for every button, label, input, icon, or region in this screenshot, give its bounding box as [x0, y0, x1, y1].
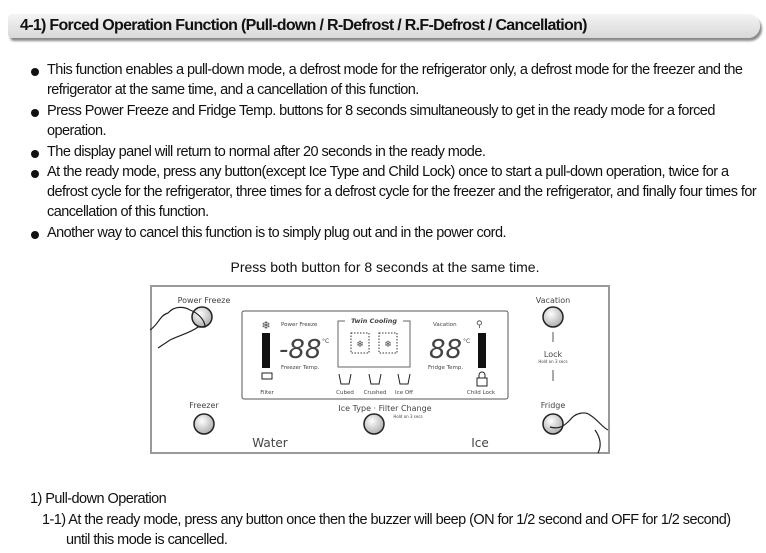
- ice-type-button[interactable]: [363, 413, 385, 435]
- display-panel: [241, 310, 509, 400]
- bullet-icon: [31, 231, 39, 239]
- bullet-text: defrost cycle for the refrigerator, thre…: [47, 184, 757, 200]
- freezer-label: Freezer: [189, 401, 219, 410]
- freezer-button[interactable]: [193, 413, 215, 435]
- bullet-text: The display panel will return to normal …: [47, 144, 486, 160]
- freezer-temp-digits: -88: [279, 335, 321, 365]
- freezer-temp-label: Freezer Temp.: [281, 365, 320, 371]
- child-lock-label: Child Lock: [467, 390, 496, 396]
- vacation-button[interactable]: [542, 306, 564, 328]
- ice-type-hold-label: Hold on 3 secs: [393, 414, 422, 419]
- cubed-label: Cubed: [336, 390, 354, 396]
- ice-off-icon: [397, 373, 411, 385]
- child-lock-icon: [476, 371, 488, 387]
- ice-type-filter-label: Ice Type · Filter Change: [338, 404, 431, 413]
- cubed-icon: [338, 373, 352, 385]
- fridge-button[interactable]: [542, 413, 564, 435]
- section-title-bar: 4-1) Forced Operation Function (Pull-dow…: [8, 14, 760, 38]
- subsection-text: 1-1) At the ready mode, press any button…: [42, 512, 731, 528]
- bullet-icon: [31, 109, 39, 117]
- display-vacation: Vacation: [433, 322, 457, 328]
- section-title: 4-1) Forced Operation Function (Pull-dow…: [20, 17, 588, 34]
- power-freeze-button[interactable]: [191, 306, 213, 328]
- snowflake-icon: ❄: [261, 319, 270, 332]
- vacation-label: Vacation: [536, 296, 570, 305]
- ice-off-label: Ice Off: [395, 390, 413, 396]
- bullet-text: At the ready mode, press any button(exce…: [47, 164, 729, 180]
- freezer-unit: °C: [322, 338, 329, 345]
- bullet-icon: [31, 170, 39, 178]
- control-panel-diagram: Power Freeze Vacation Lock Hold on 3 sec…: [150, 285, 610, 454]
- diagram-caption: Press both button for 8 seconds at the s…: [230, 259, 540, 275]
- fridge-level-bar: [478, 333, 486, 368]
- crushed-label: Crushed: [364, 390, 387, 396]
- power-freeze-label: Power Freeze: [178, 296, 231, 305]
- bullet-icon: [31, 150, 39, 158]
- bullet-text: operation.: [47, 123, 107, 139]
- crushed-icon: [368, 373, 382, 385]
- fridge-cooling-icon: [378, 332, 398, 354]
- lock-hold-label: Hold on 3 secs: [538, 359, 567, 364]
- bullet-text: refrigerator at the same time, and a can…: [47, 82, 419, 98]
- bullet-icon: [31, 68, 39, 76]
- svg-text:❄: ❄: [384, 340, 392, 350]
- bullet-text: Another way to cancel this function is t…: [47, 225, 507, 241]
- fridge-unit: °C: [463, 338, 470, 345]
- subsection-heading: 1) Pull-down Operation: [30, 491, 167, 507]
- lock-label: Lock: [544, 350, 563, 359]
- vacation-plug-icon: ⚲: [476, 320, 483, 330]
- filter-icon: [261, 372, 273, 380]
- water-label: Water: [252, 436, 288, 450]
- fridge-temp-label: Fridge Temp.: [428, 365, 463, 371]
- filter-label: Filter: [260, 390, 274, 396]
- svg-text:❄: ❄: [356, 340, 364, 350]
- hand-icon: [549, 412, 609, 454]
- bullet-text: cancellation of this function.: [47, 204, 209, 220]
- bullet-text: This function enables a pull-down mode, …: [47, 62, 743, 78]
- ice-label: Ice: [471, 436, 489, 450]
- fridge-temp-digits: 88: [429, 335, 462, 365]
- twin-cooling-label: Twin Cooling: [351, 317, 397, 325]
- display-power-freeze: Power Freeze: [281, 322, 318, 328]
- bullet-text: Press Power Freeze and Fridge Temp. butt…: [47, 103, 715, 119]
- subsection-text: until this mode is cancelled.: [66, 532, 228, 548]
- freezer-level-bar: [262, 333, 270, 368]
- hand-icon: [150, 306, 206, 349]
- fridge-label: Fridge: [541, 401, 566, 410]
- freezer-cooling-icon: [350, 332, 370, 354]
